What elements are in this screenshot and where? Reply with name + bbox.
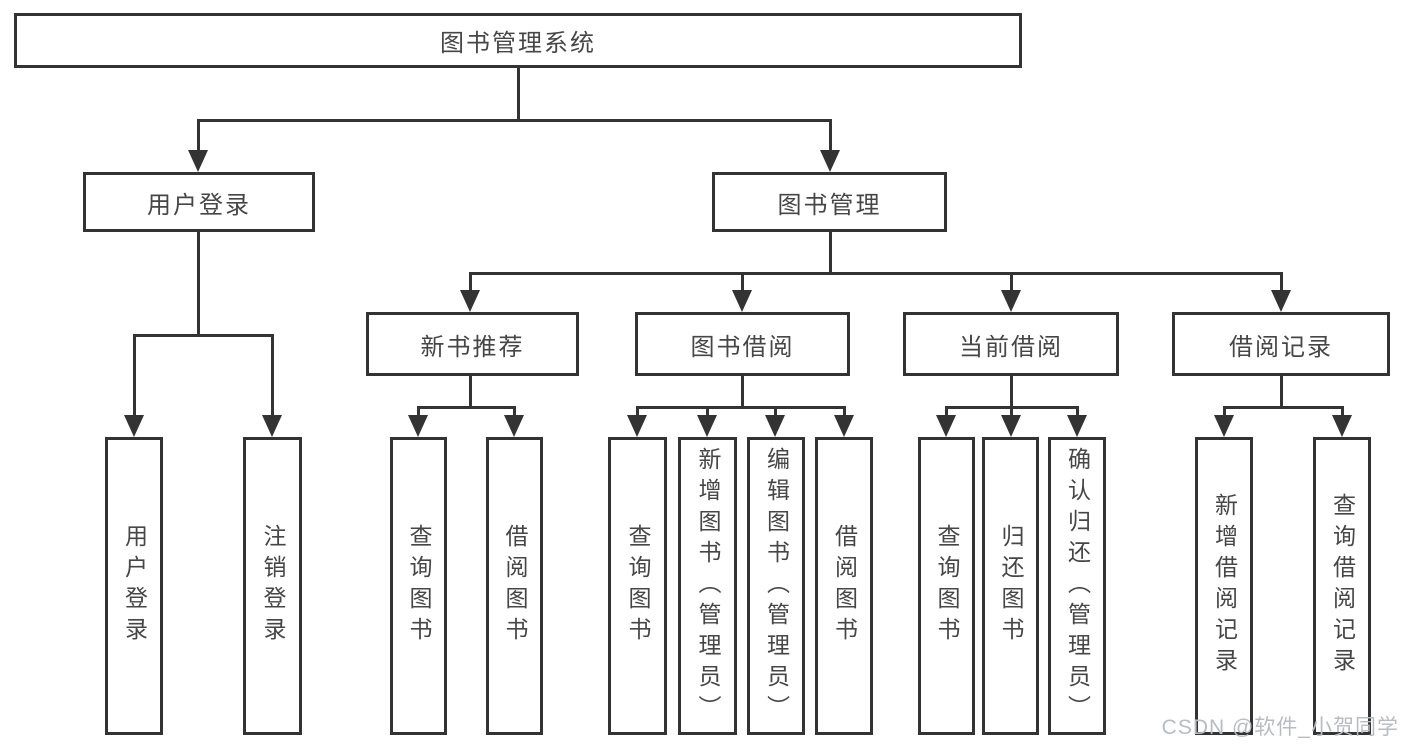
leaf-borrow-books-2: 借阅图书: [815, 437, 873, 735]
leaf-add-borrow-record: 新增借阅记录: [1195, 437, 1253, 735]
leaf-query-books-2-label: 查询图书: [625, 524, 651, 648]
leaf-logout-login: 注销登录: [243, 437, 302, 735]
leaf-confirm-return-admin: 确认归还（管理员）: [1048, 437, 1106, 735]
node-current-borrowing: 当前借阅: [903, 312, 1119, 376]
leaf-query-books-3: 查询图书: [918, 437, 975, 735]
connector-line: [1341, 406, 1344, 417]
node-user-login: 用户登录: [83, 172, 315, 232]
leaf-add-borrow-record-label: 新增借阅记录: [1211, 493, 1238, 679]
leaf-return-books-label: 归还图书: [998, 524, 1024, 648]
connector-line: [945, 406, 1079, 409]
node-book-management-system-label: 图书管理系统: [440, 30, 596, 57]
arrow-down-icon: [834, 415, 854, 437]
connector-line: [741, 272, 744, 292]
connector-line: [829, 230, 832, 275]
leaf-query-books-2: 查询图书: [608, 437, 667, 735]
connector-line: [1280, 374, 1283, 409]
connector-line: [1223, 406, 1344, 409]
leaf-edit-book-admin-label: 编辑图书（管理员）: [763, 446, 790, 726]
connector-line: [1280, 272, 1283, 292]
arrow-down-icon: [188, 150, 208, 172]
node-borrowing-records: 借阅记录: [1172, 312, 1390, 376]
arrow-down-icon: [1332, 415, 1352, 437]
leaf-add-book-admin: 新增图书（管理员）: [678, 437, 737, 735]
node-current-borrowing-label: 当前借阅: [959, 333, 1063, 361]
connector-line: [197, 119, 832, 122]
leaf-edit-book-admin: 编辑图书（管理员）: [747, 437, 805, 735]
node-book-management: 图书管理: [712, 172, 947, 232]
arrow-down-icon: [124, 415, 144, 437]
leaf-query-books-3-label: 查询图书: [934, 524, 960, 648]
leaf-confirm-return-admin-label: 确认归还（管理员）: [1064, 446, 1091, 726]
connector-line: [1223, 406, 1226, 417]
arrow-down-icon: [1067, 415, 1087, 437]
connector-line: [774, 406, 777, 417]
connector-line: [133, 334, 274, 337]
leaf-user-login: 用户登录: [105, 437, 163, 735]
connector-line: [636, 406, 639, 417]
arrow-down-icon: [697, 415, 717, 437]
leaf-logout-login-label: 注销登录: [260, 524, 286, 648]
connector-line: [271, 334, 274, 417]
arrow-down-icon: [1001, 415, 1021, 437]
connector-line: [417, 406, 516, 409]
node-book-management-system: 图书管理系统: [14, 13, 1022, 68]
node-new-book-recommend: 新书推荐: [366, 312, 579, 376]
connector-line: [469, 374, 472, 409]
arrow-down-icon: [460, 290, 480, 312]
node-book-borrowing: 图书借阅: [635, 312, 850, 376]
leaf-return-books: 归还图书: [982, 437, 1039, 735]
connector-line: [517, 66, 520, 122]
connector-line: [417, 406, 420, 417]
arrow-down-icon: [504, 415, 524, 437]
connector-line: [636, 406, 846, 409]
node-user-login-label: 用户登录: [147, 191, 251, 219]
leaf-borrow-books-1-label: 借阅图书: [502, 524, 528, 648]
leaf-query-books-1: 查询图书: [390, 437, 447, 735]
watermark: CSDN @软件_小贺同学: [1161, 716, 1399, 739]
leaf-borrow-books-2-label: 借阅图书: [831, 524, 858, 648]
arrow-down-icon: [732, 290, 752, 312]
connector-line: [469, 272, 472, 292]
connector-line: [829, 119, 832, 152]
arrow-down-icon: [262, 415, 282, 437]
arrow-down-icon: [936, 415, 956, 437]
node-book-management-label: 图书管理: [777, 191, 882, 219]
node-book-borrowing-label: 图书借阅: [690, 333, 795, 361]
arrow-down-icon: [408, 415, 428, 437]
connector-line: [469, 272, 1283, 275]
arrow-down-icon: [820, 150, 840, 172]
connector-line: [945, 406, 948, 417]
connector-line: [197, 119, 200, 152]
arrow-down-icon: [765, 415, 785, 437]
leaf-borrow-books-1: 借阅图书: [486, 437, 543, 735]
node-new-book-recommend-label: 新书推荐: [420, 333, 525, 361]
leaf-add-book-admin-label: 新增图书（管理员）: [695, 446, 721, 726]
leaf-user-login-label: 用户登录: [121, 524, 148, 648]
connector-line: [133, 334, 136, 417]
leaf-query-borrow-record-label: 查询借阅记录: [1329, 493, 1356, 679]
arrow-down-icon: [1214, 415, 1234, 437]
leaf-query-books-1-label: 查询图书: [406, 524, 432, 648]
node-borrowing-records-label: 借阅记录: [1229, 333, 1333, 361]
arrow-down-icon: [1271, 290, 1291, 312]
connector-line: [513, 406, 516, 417]
arrow-down-icon: [627, 415, 647, 437]
connector-line: [843, 406, 846, 417]
connector-line: [1010, 272, 1013, 292]
connector-line: [1010, 374, 1013, 409]
connector-line: [197, 230, 200, 337]
connector-line: [1076, 406, 1079, 417]
connector-line: [1010, 406, 1013, 417]
arrow-down-icon: [1001, 290, 1021, 312]
connector-line: [706, 406, 709, 417]
leaf-query-borrow-record: 查询借阅记录: [1313, 437, 1371, 735]
connector-line: [741, 374, 744, 409]
